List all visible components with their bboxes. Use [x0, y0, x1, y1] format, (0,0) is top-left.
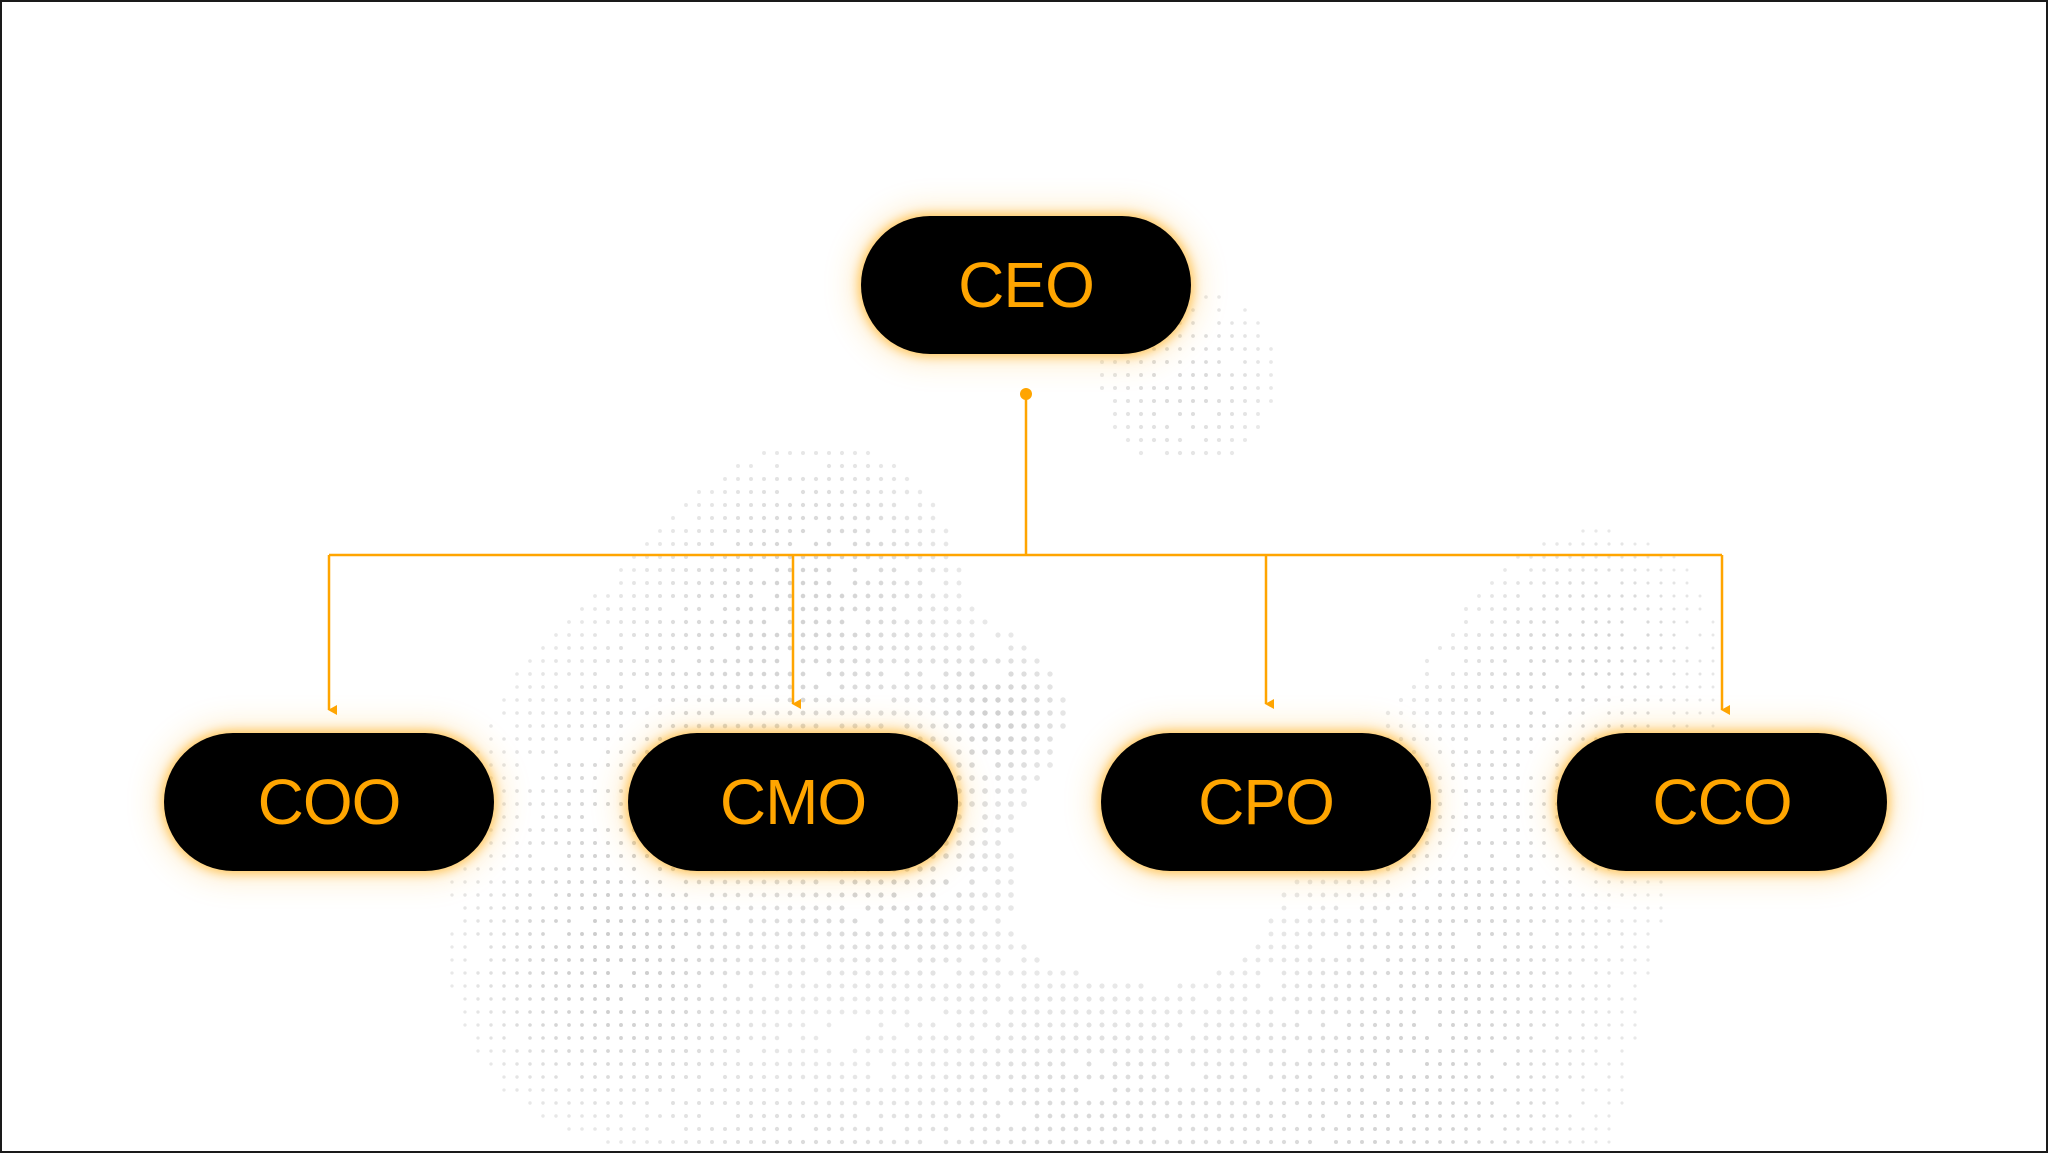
node-cmo: CMO [628, 733, 958, 871]
node-label-ceo: CEO [958, 249, 1095, 321]
node-label-cpo: CPO [1198, 766, 1335, 838]
node-label-cco: CCO [1652, 766, 1792, 838]
node-cco: CCO [1557, 733, 1887, 871]
node-ceo: CEO [861, 216, 1191, 354]
node-coo: COO [164, 733, 494, 871]
node-label-cmo: CMO [719, 766, 867, 838]
node-label-coo: COO [257, 766, 402, 838]
node-cpo: CPO [1101, 733, 1431, 871]
